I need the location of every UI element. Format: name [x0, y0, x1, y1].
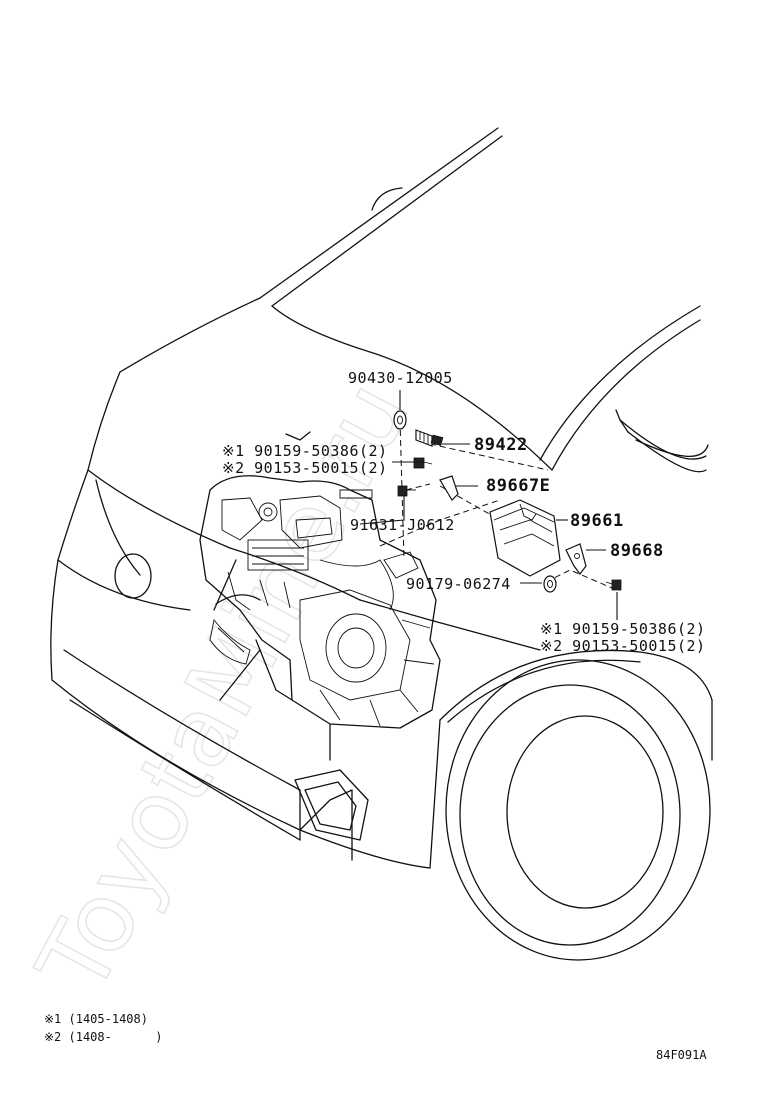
bracket-89668: [565, 543, 587, 575]
leader-lines: [359, 390, 618, 620]
footnotes: ※1 (1405-1408) ※2 (1408- ): [44, 1012, 162, 1044]
bolt-91631: [397, 485, 416, 497]
callout-bolt-left-1: ※1 90159-50386(2): [222, 442, 388, 460]
bracket-89667e: [439, 475, 459, 501]
footnote-1: ※1 (1405-1408): [44, 1012, 148, 1026]
footnote-2: ※2 (1408- ): [44, 1030, 162, 1044]
callout-labels: 90430-12005 89422 ※1 90159-50386(2) ※2 9…: [222, 369, 706, 655]
diagram-code: 84F091A: [656, 1048, 707, 1062]
bolt-90159-left: [413, 457, 433, 469]
callout-89422: 89422: [474, 435, 528, 455]
callout-89668: 89668: [610, 541, 664, 561]
callout-89661: 89661: [570, 511, 624, 531]
washer-90430: [393, 410, 407, 430]
callout-89667e: 89667E: [486, 476, 550, 496]
callout-bolt-right-1: ※1 90159-50386(2): [540, 620, 706, 638]
callout-91631-j0612: 91631-J0612: [350, 516, 455, 534]
callout-bolt-left-2: ※2 90153-50015(2): [222, 459, 388, 477]
sensor-89422: [415, 429, 444, 447]
nut-90179: [543, 575, 557, 593]
bolt-90159-right: [605, 579, 622, 591]
car-body-outline: [50, 127, 713, 961]
ecu-89661: [489, 499, 561, 577]
callout-bolt-right-2: ※2 90153-50015(2): [540, 637, 706, 655]
callout-90430-12005: 90430-12005: [348, 369, 453, 387]
engine-assembly: [199, 431, 441, 761]
callout-90179-06274: 90179-06274: [406, 575, 511, 593]
